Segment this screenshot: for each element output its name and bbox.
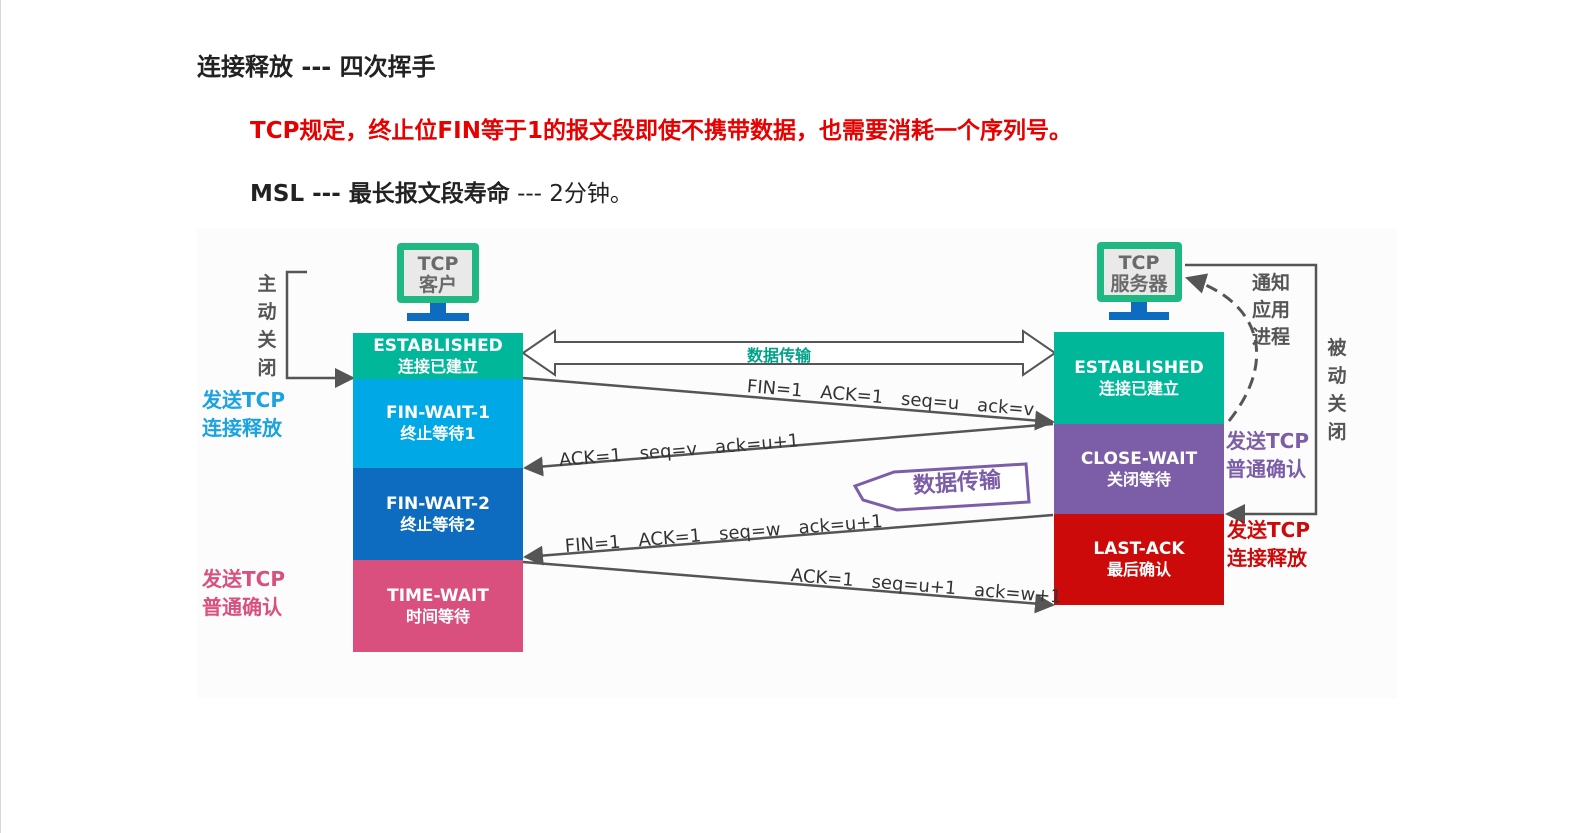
msg-field: FIN=1 <box>564 531 622 557</box>
client-state-fin-wait-1: FIN-WAIT-1 终止等待1 <box>353 379 523 468</box>
data-transfer-top-label: 数据传输 <box>747 346 812 365</box>
state-name-zh: 时间等待 <box>405 606 470 626</box>
section-heading: 连接释放 --- 四次挥手 <box>197 53 436 81</box>
message-line-fin2 <box>523 513 1054 566</box>
notify-app-arrow <box>1184 273 1259 422</box>
message-line-fin1 <box>522 376 1055 431</box>
server-state-last-ack: LAST-ACK 最后确认 <box>1054 514 1224 605</box>
server-monitor-line2: 服务器 <box>1110 272 1168 295</box>
server-send-release-label: 发送TCP连接释放 <box>1227 516 1317 572</box>
msg-field: FIN=1 <box>746 376 804 402</box>
diagram-lines: TCP 客户 TCP 服务器 <box>285 242 1318 614</box>
active-close-label: 主动关闭 <box>257 273 277 379</box>
label-text: 发送TCP普通确认 <box>1226 429 1309 481</box>
client-monitor-line2: 客户 <box>419 273 457 296</box>
passive-close-connector <box>1185 263 1318 524</box>
active-close-connector <box>285 270 355 388</box>
state-name-zh: 连接已建立 <box>397 356 478 376</box>
state-name-en: FIN-WAIT-1 <box>386 403 490 423</box>
state-name-en: LAST-ACK <box>1093 539 1185 559</box>
message-line-ack2 <box>522 560 1055 614</box>
client-monitor-icon: TCP 客户 <box>397 243 479 321</box>
server-state-close-wait: CLOSE-WAIT 关闭等待 <box>1054 424 1224 514</box>
four-way-handshake-diagram: TCP 客户 TCP 服务器 数据传输 <box>197 228 1397 698</box>
notify-app-label: 通知应用进程 <box>1252 270 1302 351</box>
client-state-time-wait: TIME-WAIT 时间等待 <box>353 560 523 652</box>
data-transfer-mid-label: 数据传输 <box>912 467 1002 499</box>
state-name-zh: 连接已建立 <box>1098 378 1179 398</box>
passive-close-label: 被动关闭 <box>1327 337 1347 443</box>
data-transfer-arrow-left <box>852 462 1031 512</box>
notify-app-text: 通知应用进程 <box>1252 272 1291 348</box>
client-send-ack-label: 发送TCP普通确认 <box>202 565 292 621</box>
server-state-established: ESTABLISHED 连接已建立 <box>1054 332 1224 424</box>
state-name-en: ESTABLISHED <box>1074 357 1204 378</box>
server-send-ack-label: 发送TCP普通确认 <box>1226 427 1316 483</box>
msl-term: MSL --- 最长报文段寿命 <box>250 181 510 207</box>
client-state-established: ESTABLISHED 连接已建立 <box>353 333 523 379</box>
label-text: 发送TCP连接释放 <box>202 388 285 440</box>
client-state-fin-wait-2: FIN-WAIT-2 终止等待2 <box>353 468 523 560</box>
state-name-zh: 最后确认 <box>1106 560 1171 579</box>
label-text: 发送TCP连接释放 <box>1227 518 1310 570</box>
label-text: 发送TCP普通确认 <box>202 567 285 619</box>
msl-definition: MSL --- 最长报文段寿命 --- 2分钟。 <box>250 174 633 208</box>
state-name-en: FIN-WAIT-2 <box>386 493 490 514</box>
state-name-en: ESTABLISHED <box>373 335 503 356</box>
server-monitor-line1: TCP <box>1119 252 1160 274</box>
client-send-release-label: 发送TCP连接释放 <box>202 386 292 442</box>
state-name-zh: 关闭等待 <box>1106 469 1171 489</box>
state-name-en: TIME-WAIT <box>387 585 489 606</box>
client-monitor-line1: TCP <box>418 253 459 275</box>
state-name-en: CLOSE-WAIT <box>1080 448 1198 469</box>
page-left-border <box>0 0 1 833</box>
state-name-zh: 终止等待1 <box>400 424 476 443</box>
state-name-zh: 终止等待2 <box>400 514 476 534</box>
msl-value: --- 2分钟。 <box>509 181 633 207</box>
server-monitor-icon: TCP 服务器 <box>1097 242 1182 320</box>
message-line-ack1 <box>523 422 1054 477</box>
tcp-fin-rule: TCP规定，终止位FIN等于1的报文段即使不携带数据，也需要消耗一个序列号。 <box>250 118 1072 144</box>
